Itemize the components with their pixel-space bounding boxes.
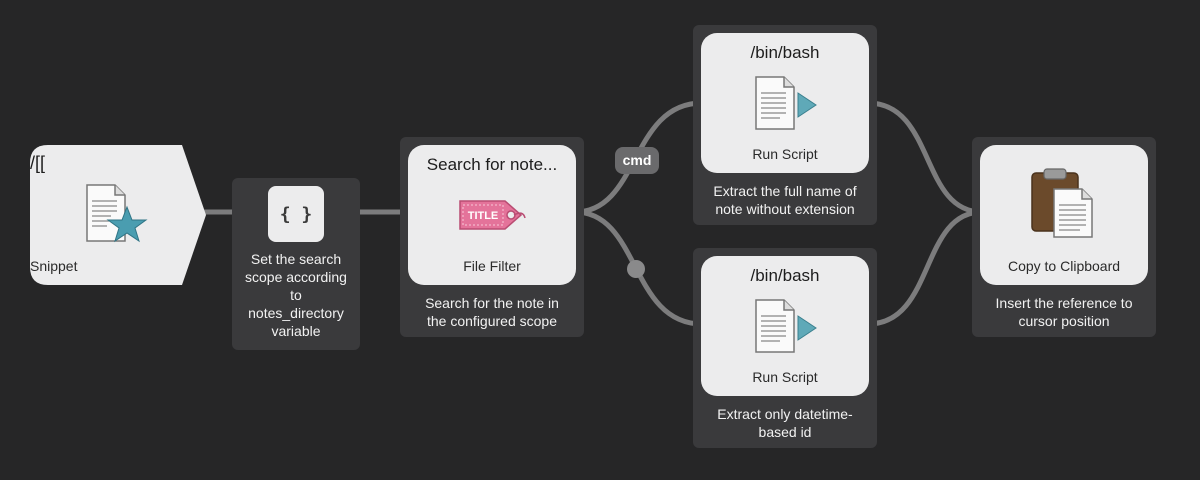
clipboard-icon [1031,168,1093,238]
file-filter-title: Search for note... [426,155,558,174]
args-vars-note: Set the search scope according to notes_… [245,251,347,339]
run-script-bottom-label: Run Script [752,369,818,385]
copy-to-clipboard-node[interactable]: Copy to Clipboard Insert the reference t… [972,137,1156,337]
file-filter-note: Search for the note in the configured sc… [425,295,559,329]
wire-top-script-to-clipboard [865,100,985,215]
snippet-label: Snippet [30,258,78,274]
file-filter-card[interactable]: Search for note... TITLE File Filter [408,145,576,285]
script-document-icon [755,299,817,353]
run-script-bottom-note: Extract only datetime- based id [717,406,853,440]
wire-junction-dot [627,260,645,278]
run-script-top-title: /bin/bash [750,43,820,62]
copy-to-clipboard-card[interactable]: Copy to Clipboard [980,145,1148,285]
args-vars-node[interactable]: { } Set the search scope according to no… [232,178,360,350]
snippet-keyword: /[[ [30,153,46,173]
args-vars-card[interactable]: { } [268,186,324,242]
copy-to-clipboard-label: Copy to Clipboard [1007,258,1121,274]
star-document-icon [86,184,148,243]
run-script-bottom-title: /bin/bash [750,266,820,285]
wire-bottom-script-to-clipboard [865,209,985,327]
run-script-bottom-node[interactable]: /bin/bash Run Script Extract only dateti… [693,248,877,448]
run-script-top-note: Extract the full name of note without ex… [713,183,857,217]
file-filter-label: File Filter [463,258,521,274]
snippet-trigger-node[interactable]: /[[ Snippet [30,145,206,285]
tag-text: TITLE [468,210,499,222]
run-script-top-card[interactable]: /bin/bash Run Script [701,33,869,173]
title-tag-icon: TITLE [459,200,526,230]
copy-to-clipboard-note: Insert the reference to cursor position [995,295,1133,329]
run-script-top-node[interactable]: /bin/bash Run Script Extract the full na… [693,25,877,225]
file-filter-node[interactable]: Search for note... TITLE File Filter Sea… [400,137,584,337]
run-script-top-label: Run Script [752,146,818,162]
script-document-icon [755,76,817,130]
braces-icon: { } [279,203,313,225]
cmd-modifier-badge[interactable]: cmd [615,147,659,174]
run-script-bottom-card[interactable]: /bin/bash Run Script [701,256,869,396]
